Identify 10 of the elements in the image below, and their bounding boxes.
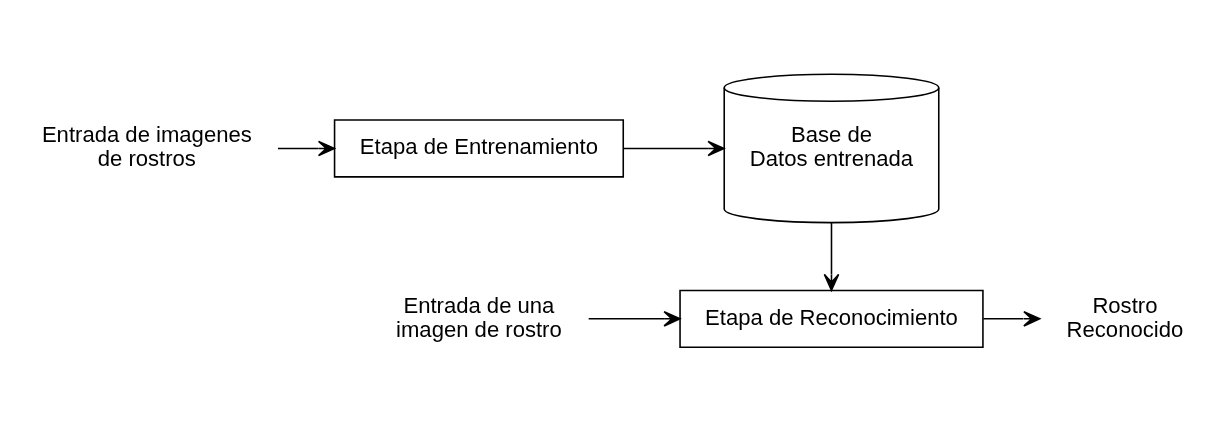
node-text: Entrada de una imagen de rostro [396,292,562,341]
arrow [277,140,336,156]
node-box: Etapa de Entrenamiento [333,118,625,178]
arrow [982,310,1041,327]
arrow [622,140,725,156]
node-text: Rostro Reconocido [1066,292,1184,341]
node-text: Entrada de imagenes de rostros [41,121,252,171]
arrow [587,310,681,327]
arrow [823,221,840,291]
node-box: Etapa de Reconocimiento [679,289,984,348]
